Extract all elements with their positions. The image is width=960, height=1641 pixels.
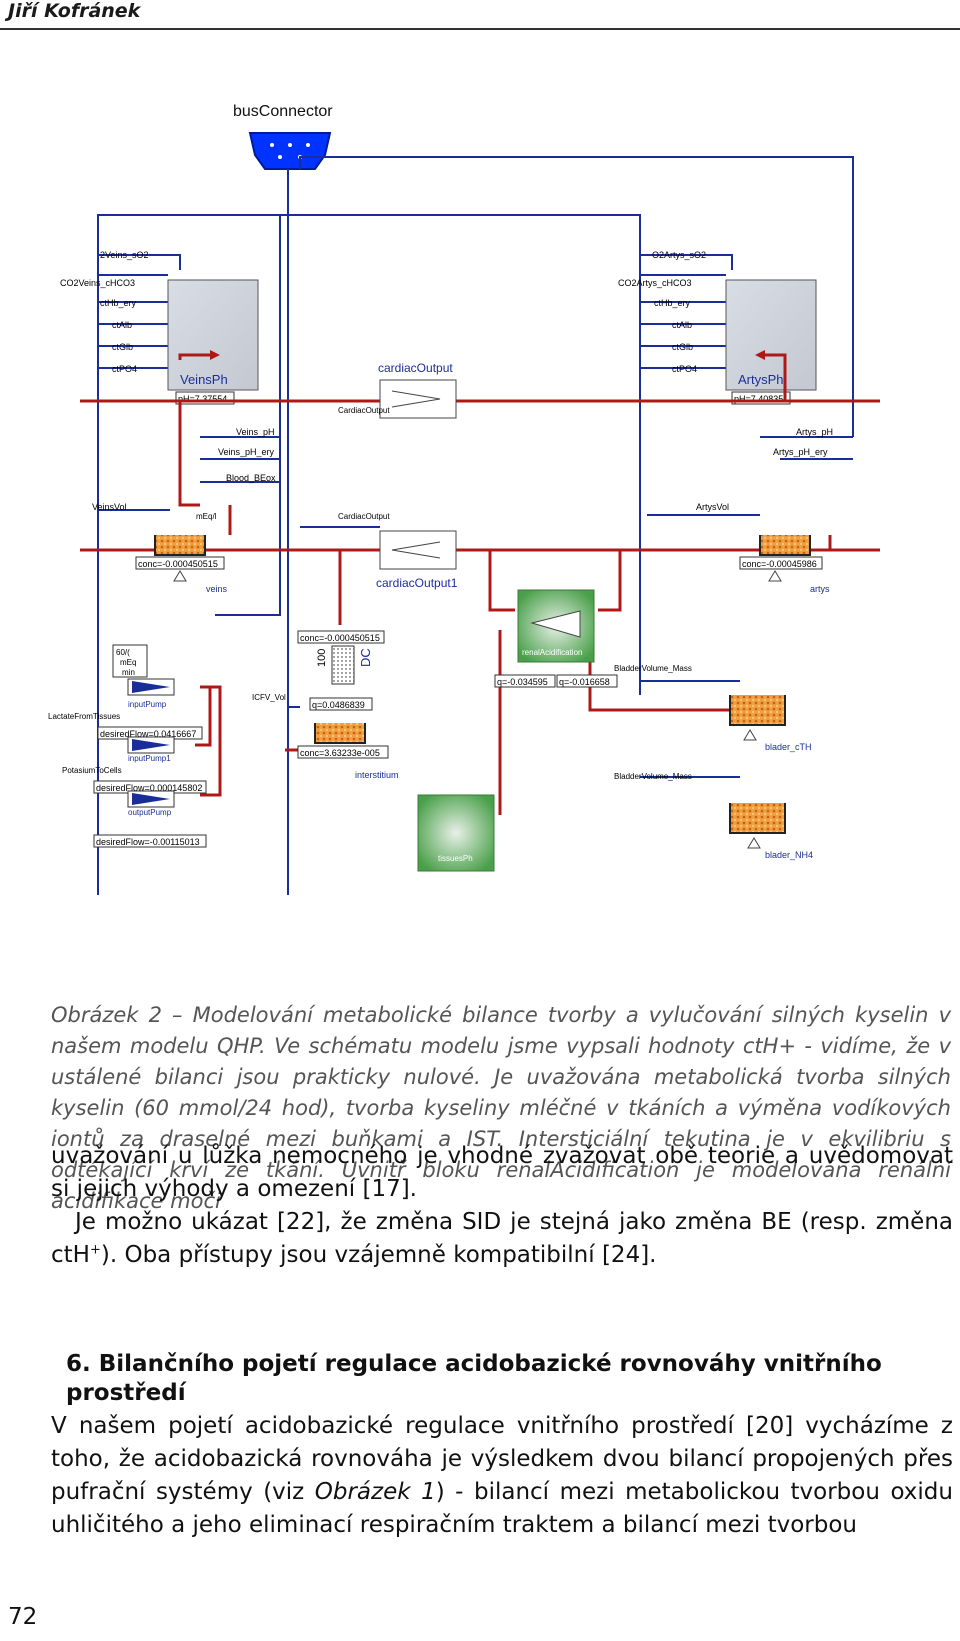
paragraph-3-b: ) - bilancí mezi metabolickou tvorbou ox… [51,1479,953,1538]
bus-connector-label: busConnector [233,103,333,120]
interstitium-container [314,723,366,744]
cardiac-output-signal-b: CardiacOutput [338,512,390,521]
veins-ph-signal: Veins_pH [236,427,275,437]
model-diagram: busConnector 2Veins_sO2 CO2Veins_cHCO3 c… [48,103,880,895]
veins-input-4: ctGlb [112,342,133,352]
artys-conc: conc=-0.00045986 [742,559,817,569]
input-pump-label: inputPump [128,700,167,709]
paragraph-2: Je možno ukázat [22], že změna SID je st… [51,1206,953,1272]
artys-input-4: ctGlb [672,342,693,352]
section-heading: 6. Bilančního pojetí regulace acidobazic… [66,1351,882,1406]
cardiac-output1-title: cardiacOutput1 [376,576,458,590]
header-rule [0,28,960,30]
lactate-label: LactateFromTissues [48,712,120,721]
artys-vol-signal: ArtysVol [696,502,729,512]
veins-input-5: ctPO4 [112,364,137,374]
veins-input-3: ctAlb [112,320,132,330]
meq-min-0: 60/( [116,648,130,657]
paragraph-2-b: ). Oba přístupy jsou vzájemně kompatibil… [100,1242,657,1268]
paragraph-2-a: Je možno ukázat [22], že změna SID je st… [51,1209,953,1268]
artys-ph-block [725,279,817,391]
paragraph-3-ref: Obrázek 1 [314,1479,436,1505]
cardiac-output-title: cardiacOutput [378,361,453,375]
artys-label: artys [810,584,830,594]
veins-vol-signal: VeinsVol [92,502,127,512]
desired-flow-1: desiredFlow=0.0416667 [100,729,196,739]
tissues-ph-label: tissuesPh [438,854,473,863]
paragraph-2-sup: + [89,1242,101,1258]
cardiac-output-pump [379,379,457,419]
cardiac-output-signal-a: CardiacOutput [338,406,390,415]
artys-ph-ery-signal: Artys_pH_ery [773,447,828,457]
bladder-volume-2: BladderVolume_Mass [614,772,692,781]
interstitium-label: interstitium [355,770,399,780]
artys-container [759,535,811,556]
bladder-volume-1: BladderVolume_Mass [614,664,692,673]
veins-ph-value: pH=7.37554 [178,394,227,404]
blader-cth-label: blader_cTH [765,742,812,752]
artys-input-2: ctHb_ery [654,298,691,308]
veins-ph-block [167,279,259,391]
veins-input-0: 2Veins_sO2 [100,250,149,260]
artys-input-0: O2Artys_sO2 [652,250,706,260]
renal-q1: q=-0.034595 [497,677,548,687]
artys-ph-block-label: ArtysPh [738,372,784,387]
renal-q2: q=-0.016658 [559,677,610,687]
dc-cell [331,645,355,685]
dc-value: 100 [316,649,328,667]
veins-container [154,535,206,556]
artys-input-1: CO2Artys_cHCO3 [618,278,692,288]
veins-conc: conc=-0.000450515 [138,559,218,569]
artys-input-3: ctAlb [672,320,692,330]
interstitium-conc: conc=3.63233e-005 [300,748,380,758]
tissues-ph-block [417,794,495,872]
bus-connector-icon [248,132,332,170]
veins-input-2: ctHb_ery [100,298,137,308]
artys-input-5: ctPO4 [672,364,697,374]
meq-min-1: mEq [120,658,136,667]
dc-q: q=0.0486839 [312,700,365,710]
veins-label: veins [206,584,228,594]
paragraph-1: uvažování u lůžka nemocného je vhodné zv… [51,1143,953,1202]
veins-input-1: CO2Veins_cHCO3 [60,278,135,288]
potassium-label: PotasiumToCells [62,766,122,775]
icfv-label: ICFV_Vol [252,693,286,702]
running-head: Jiří Kofránek [8,0,141,22]
artys-ph-signal: Artys_pH [796,427,833,437]
dc-conc: conc=-0.000450515 [300,633,380,643]
desired-flow-2: desiredFlow=0.000145802 [96,783,202,793]
paragraph-3-a: V našem pojetí acidobazické regulace vni… [51,1413,953,1505]
blader-nh4-label: blader_NH4 [765,850,813,860]
meq-label: mEq/l [196,512,217,521]
bladder-cth-container [729,695,786,726]
veins-ph-block-label: VeinsPh [180,372,228,387]
blood-beox-signal: Blood_BEox [226,473,276,483]
figure-caption: Obrázek 2 – Modelování metabolické bilan… [51,1003,951,1213]
meq-min-2: min [122,668,135,677]
input-pump1-label: inputPump1 [128,754,171,763]
artys-ph-value: pH=7.40835 [734,394,783,404]
desired-flow-3: desiredFlow=-0.00115013 [96,837,200,847]
dc-label: DC [358,648,373,667]
veins-ph-ery-signal: Veins_pH_ery [218,447,275,457]
bladder-nh4-container [729,803,786,834]
renal-acidification-label: renalAcidification [522,648,582,657]
paragraph-3: V našem pojetí acidobazické regulace vni… [51,1410,953,1542]
output-pump-label: outputPump [128,808,172,817]
page-number: 72 [8,1604,38,1630]
cardiac-output1-pump [379,530,457,570]
